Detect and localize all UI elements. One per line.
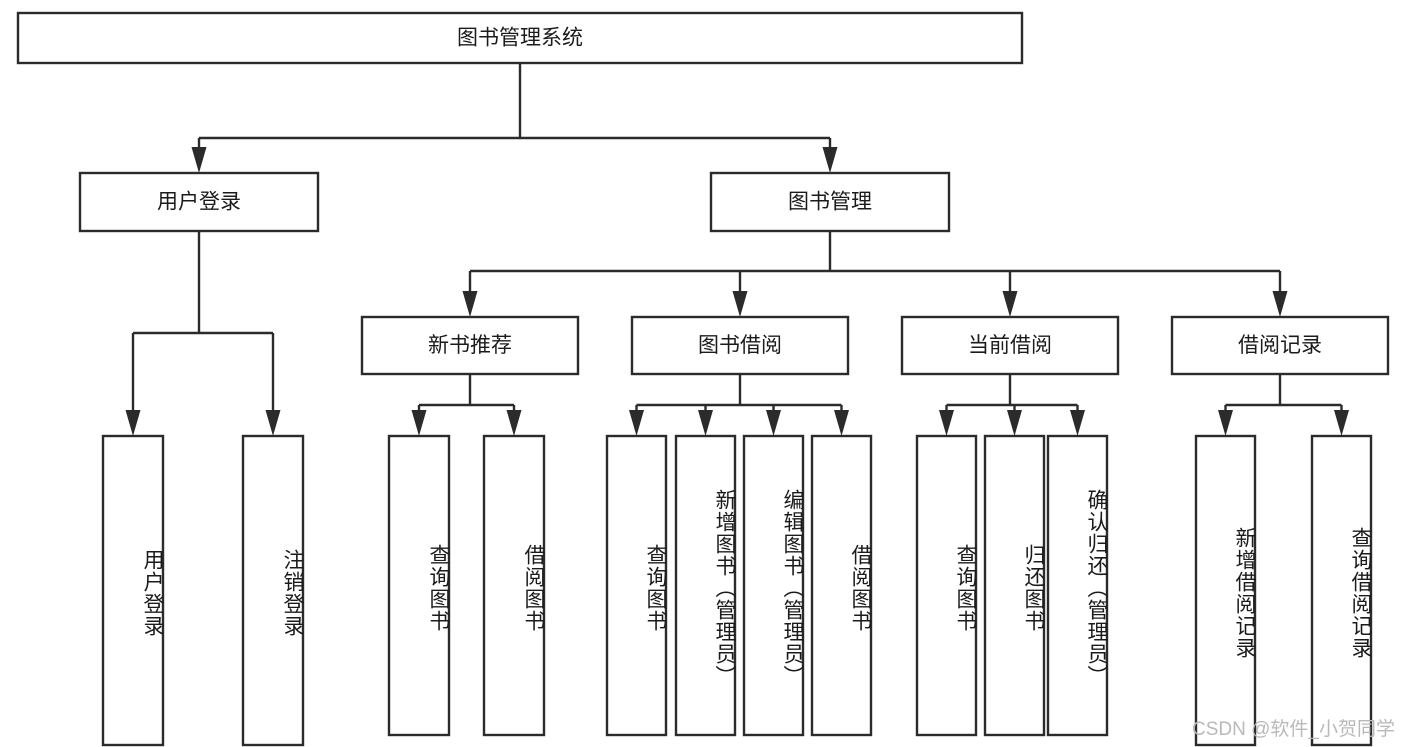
node-leaf-user-logout[interactable]	[241, 434, 305, 747]
arrow-head-icon	[191, 147, 207, 173]
arrow-head-icon	[939, 410, 954, 436]
node-leaf-add-borrow-record[interactable]	[1194, 434, 1257, 747]
arrow-head-icon	[766, 410, 781, 436]
node-leaf-return-book[interactable]	[983, 434, 1046, 737]
connector-layer	[125, 63, 1349, 436]
arrow-head-icon	[822, 147, 838, 173]
node-book-borrow[interactable]	[630, 315, 850, 376]
node-label-new-book-recommend: 新书推荐	[428, 334, 512, 357]
arrow-head-icon	[732, 291, 748, 317]
arrow-head-icon	[125, 410, 141, 436]
node-label-borrow-record: 借阅记录	[1238, 334, 1322, 357]
node-leaf-confirm-return[interactable]	[1046, 434, 1109, 737]
node-leaf-borrow-book-recommend[interactable]	[482, 434, 546, 737]
arrow-head-icon	[698, 410, 713, 436]
arrow-head-icon	[506, 410, 522, 436]
arrow-head-icon	[629, 410, 644, 436]
arrow-head-icon	[411, 410, 427, 436]
arrow-head-icon	[265, 410, 281, 436]
node-leaf-query-book-recommend[interactable]	[387, 434, 451, 737]
node-book-manage[interactable]	[709, 171, 951, 233]
arrow-head-icon	[462, 291, 478, 317]
node-borrow-record[interactable]	[1170, 315, 1390, 376]
node-leaf-query-book-borrow[interactable]	[605, 434, 668, 737]
node-label-root: 图书管理系统	[457, 27, 583, 50]
node-leaf-edit-book[interactable]	[742, 434, 805, 737]
node-leaf-query-book-current[interactable]	[915, 434, 978, 737]
arrow-head-icon	[1272, 291, 1288, 317]
node-label-book-borrow: 图书借阅	[698, 334, 782, 357]
arrow-head-icon	[1002, 291, 1018, 317]
node-user-login[interactable]	[78, 171, 320, 233]
node-root[interactable]	[16, 11, 1024, 65]
node-label-current-borrow: 当前借阅	[968, 334, 1052, 357]
arrow-head-icon	[1334, 410, 1349, 436]
arrow-head-icon	[834, 410, 849, 436]
arrow-head-icon	[1070, 410, 1085, 436]
node-label-book-manage: 图书管理	[788, 191, 872, 214]
arrow-head-icon	[1007, 410, 1022, 436]
node-label-user-login: 用户登录	[157, 191, 241, 214]
arrow-head-icon	[1218, 410, 1233, 436]
node-current-borrow[interactable]	[900, 315, 1120, 376]
node-new-book-recommend[interactable]	[360, 315, 580, 376]
node-leaf-user-login[interactable]	[101, 434, 165, 747]
node-leaf-add-book[interactable]	[674, 434, 737, 737]
node-leaf-borrow-book[interactable]	[810, 434, 873, 737]
node-leaf-query-borrow-record[interactable]	[1310, 434, 1373, 747]
